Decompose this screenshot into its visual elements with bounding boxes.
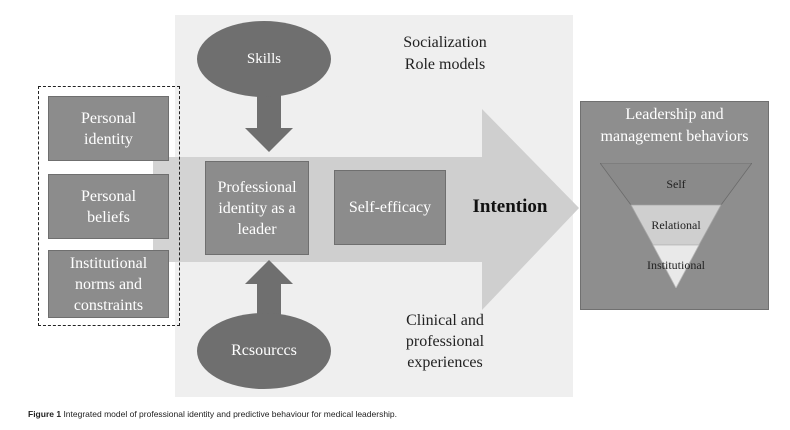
self-efficacy-box: Self-efficacy <box>334 170 446 245</box>
caption-label: Figure 1 <box>28 409 62 419</box>
leadership-pyramid <box>600 163 752 288</box>
down-arrow <box>245 88 293 152</box>
caption-text: Integrated model of professional identit… <box>63 409 398 419</box>
figure-caption: Figure 1 Integrated model of professiona… <box>28 409 397 419</box>
pyramid-tier-institutional <box>652 244 700 288</box>
up-arrow <box>245 260 293 318</box>
intention-label: Intention <box>472 196 548 217</box>
skills-ellipse: Skills <box>197 21 331 97</box>
level-institutional-label: Institutional <box>647 258 705 272</box>
personal-factors-group <box>38 86 180 326</box>
skills-label: Skills <box>246 50 282 67</box>
resources-ellipse: Rcsourccs <box>197 313 331 389</box>
level-self-label: Self <box>666 177 686 191</box>
level-relational-label: Relational <box>651 218 701 232</box>
resources-label: Rcsourccs <box>231 342 297 359</box>
